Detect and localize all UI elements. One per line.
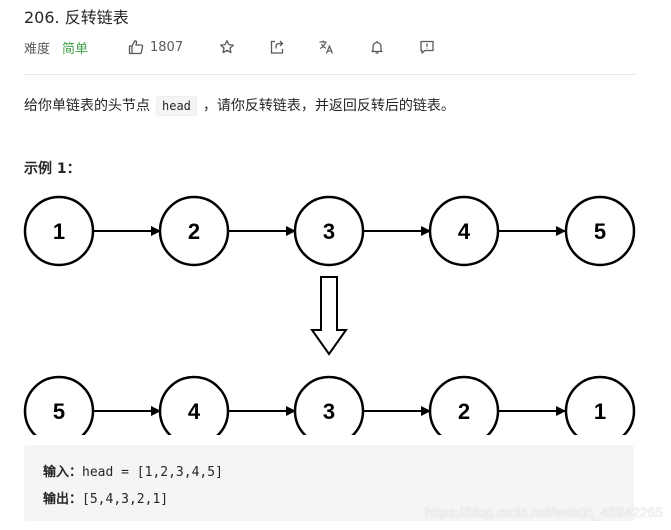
- problem-description: 给你单链表的头节点 head ，请你反转链表，并返回反转后的链表。: [24, 95, 455, 116]
- description-text: 给你单链表的头节点: [24, 98, 150, 114]
- share-icon: [269, 39, 285, 55]
- problem-title: 206. 反转链表: [24, 8, 129, 27]
- list-node: 3: [293, 195, 365, 267]
- list-node: 4: [428, 195, 500, 267]
- example-code-block: 输入：head = [1,2,3,4,5] 输出：[5,4,3,2,1]: [24, 445, 634, 521]
- share-button[interactable]: [269, 36, 285, 58]
- translate-button[interactable]: [318, 36, 334, 58]
- list-node: 5: [564, 195, 636, 267]
- down-arrow: [310, 276, 348, 356]
- node-value: 3: [323, 399, 335, 424]
- bottom-row-nodes: 5 4 3 2 1: [23, 375, 636, 435]
- node-value: 5: [594, 219, 606, 244]
- node-value: 1: [594, 399, 606, 424]
- difficulty: 难度 简单: [24, 36, 88, 58]
- output-value: [5,4,3,2,1]: [82, 492, 169, 507]
- inline-code: head: [156, 96, 197, 116]
- list-node: 2: [428, 375, 500, 435]
- linked-list-diagram: 1 2 3 4 5 5 4: [23, 195, 636, 435]
- node-value: 2: [458, 399, 470, 424]
- problem-meta-bar: 难度 简单 1807: [24, 36, 644, 58]
- node-value: 2: [188, 219, 200, 244]
- notify-button[interactable]: [369, 36, 385, 58]
- list-node: 5: [23, 375, 95, 435]
- node-value: 1: [53, 219, 65, 244]
- example-title: 示例 1：: [24, 161, 81, 177]
- list-node: 4: [158, 375, 230, 435]
- difficulty-value: 简单: [62, 41, 89, 57]
- list-node: 1: [564, 375, 636, 435]
- difficulty-label: 难度: [24, 41, 51, 57]
- feedback-icon: [419, 39, 435, 55]
- list-node: 3: [293, 375, 365, 435]
- star-icon: [219, 39, 235, 55]
- list-node: 2: [158, 195, 230, 267]
- translate-icon: [318, 39, 334, 55]
- like-count: 1807: [150, 39, 184, 55]
- node-value: 5: [53, 399, 65, 424]
- node-value: 4: [458, 219, 471, 244]
- watermark: https://blog.csdn.net/weixin_45942265: [424, 504, 663, 520]
- input-label: 输入：: [43, 465, 83, 480]
- favorite-button[interactable]: [219, 36, 235, 58]
- feedback-button[interactable]: [419, 36, 435, 58]
- header-divider: [24, 74, 636, 75]
- node-value: 4: [188, 399, 201, 424]
- description-text-rest: ，请你反转链表，并返回反转后的链表。: [202, 98, 455, 114]
- bell-icon: [369, 39, 385, 55]
- example-input: 输入：head = [1,2,3,4,5]: [43, 461, 223, 480]
- node-value: 3: [323, 219, 335, 244]
- thumbs-up-icon: [128, 39, 144, 55]
- top-row-nodes: 1 2 3 4 5: [23, 195, 636, 267]
- input-value: head = [1,2,3,4,5]: [82, 465, 223, 480]
- like-button[interactable]: 1807: [128, 36, 183, 58]
- example-output: 输出：[5,4,3,2,1]: [43, 488, 168, 507]
- list-node: 1: [23, 195, 95, 267]
- output-label: 输出：: [43, 492, 83, 507]
